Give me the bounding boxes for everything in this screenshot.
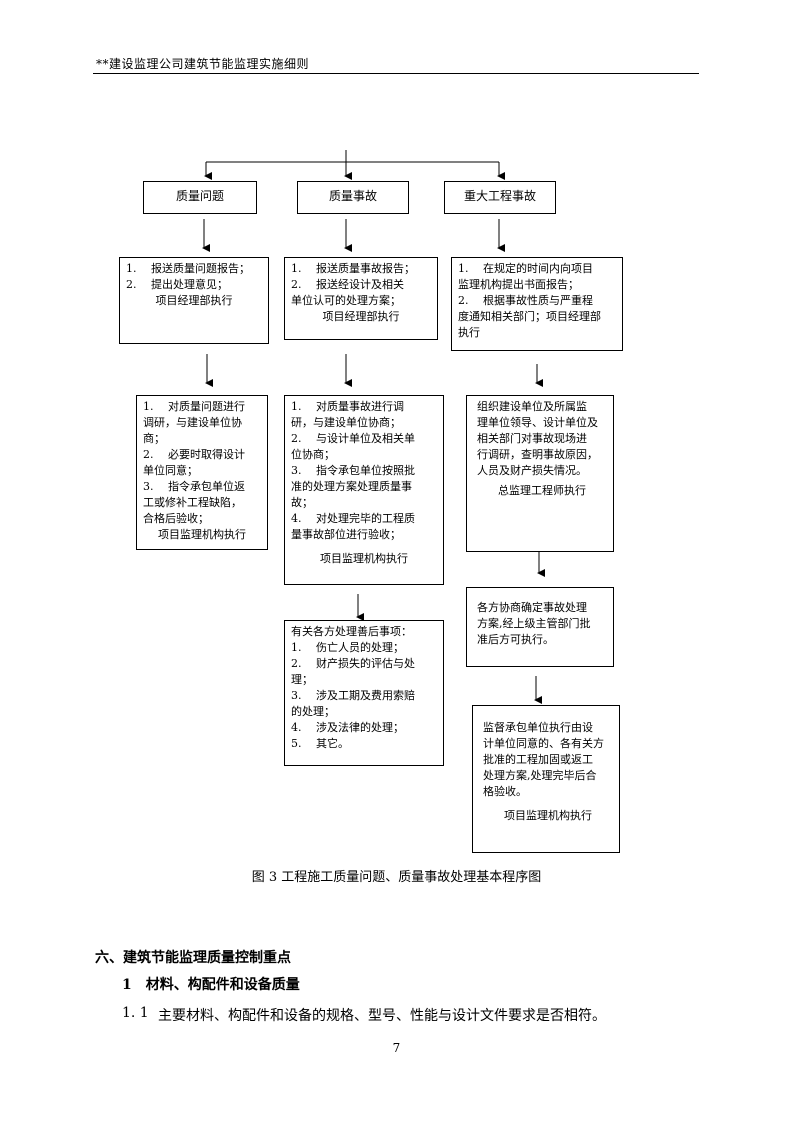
col1-step2-box: 1. 对质量问题进行 调研，与建设单位协 商； 2. 必要时取得设计 单位同意；…: [136, 395, 268, 550]
box-line: 1. 报送质量事故报告；: [291, 262, 415, 275]
box-line: 有关各方处理善后事项：: [291, 625, 412, 638]
box-line: 准后方可执行。: [477, 633, 554, 646]
executor-label: 项目监理机构执行: [504, 809, 592, 822]
col3-step3-box: 各方协商确定事故处理 方案,经上级主管部门批 准后方可执行。: [466, 587, 614, 667]
box-line: 5. 其它。: [291, 737, 349, 750]
executor-label: 项目经理部执行: [155, 294, 233, 307]
box-line: 1. 在规定的时间内向项目: [458, 262, 593, 275]
box-line: 各方协商确定事故处理: [477, 601, 587, 614]
box-line: 2. 必要时取得设计: [143, 448, 245, 461]
box-line: 单位认可的处理方案；: [291, 294, 401, 307]
box-line: 单位同意；: [143, 464, 198, 477]
box-line: 1. 伤亡人员的处理；: [291, 641, 404, 654]
box-line: 的处理；: [291, 705, 335, 718]
col2-step1-box: 1. 报送质量事故报告； 2. 报送经设计及相关 单位认可的处理方案； 项目经理…: [284, 257, 438, 340]
box-line: 1. 对质量问题进行: [143, 400, 245, 413]
box-line: 执行: [458, 326, 480, 339]
box-line: 人员及财产损失情况。: [477, 464, 587, 477]
col3-step4-box: 监督承包单位执行由设 计单位同意的、各有关方 批准的工程加固或返工 处理方案,处…: [472, 705, 620, 853]
box-line: 监督承包单位执行由设: [483, 721, 593, 734]
executor-label: 总监理工程师执行: [498, 484, 586, 497]
category-quality-accident: 质量事故: [297, 181, 409, 214]
box-line: 故；: [291, 496, 313, 509]
executor-label: 项目监理机构执行: [158, 528, 246, 541]
box-line: 1. 对质量事故进行调: [291, 400, 404, 413]
box-line: 度通知相关部门；项目经理部: [458, 310, 601, 323]
item-text: 主要材料、构配件和设备的规格、型号、性能与设计文件要求是否相符。: [158, 1008, 606, 1024]
col2-step2-box: 1. 对质量事故进行调 研，与建设单位协商； 2. 与设计单位及相关单 位协商；…: [284, 395, 444, 585]
box-line: 研，与建设单位协商；: [291, 416, 401, 429]
box-line: 理；: [291, 673, 313, 686]
box-line: 2. 财产损失的评估与处: [291, 657, 415, 670]
box-line: 计单位同意的、各有关方: [483, 737, 604, 750]
category-quality-problem: 质量问题: [143, 181, 257, 214]
box-line: 组织建设单位及所属监: [477, 400, 587, 413]
category-major-accident: 重大工程事故: [444, 181, 556, 214]
box-line: 工或修补工程缺陷，: [143, 496, 242, 509]
col3-step2-box: 组织建设单位及所属监 理单位领导、设计单位及 相关部门对事故现场进 行调研，查明…: [466, 395, 614, 552]
box-line: 方案,经上级主管部门批: [477, 617, 591, 630]
header-rule: [93, 73, 699, 74]
box-line: 准的处理方案处理质量事: [291, 480, 412, 493]
col1-step1-box: 1. 报送质量问题报告； 2. 提出处理意见； 项目经理部执行: [119, 257, 269, 344]
box-line: 2. 与设计单位及相关单: [291, 432, 415, 445]
box-line: 监理机构提出书面报告；: [458, 278, 579, 291]
box-line: 4. 涉及法律的处理；: [291, 721, 404, 734]
box-line: 合格后验收；: [143, 512, 209, 525]
col3-step1-box: 1. 在规定的时间内向项目 监理机构提出书面报告； 2. 根据事故性质与严重程 …: [451, 257, 623, 351]
box-line: 2. 报送经设计及相关: [291, 278, 404, 291]
figure-caption: 图 3 工程施工质量问题、质量事故处理基本程序图: [251, 870, 542, 885]
box-line: 相关部门对事故现场进: [477, 432, 587, 445]
section-heading: 六、建筑节能监理质量控制重点: [95, 950, 291, 966]
page-number: 7: [392, 1041, 401, 1055]
box-line: 批准的工程加固或返工: [483, 753, 593, 766]
box-line: 行调研，查明事故原因，: [477, 448, 598, 461]
executor-label: 项目监理机构执行: [320, 552, 408, 565]
box-line: 1. 报送质量问题报告；: [126, 262, 250, 275]
box-line: 3. 涉及工期及费用索赔: [291, 689, 415, 702]
box-line: 2. 根据事故性质与严重程: [458, 294, 593, 307]
box-line: 3. 指令承包单位按照批: [291, 464, 415, 477]
page-header: **建设监理公司建筑节能监理实施细则: [96, 57, 310, 71]
box-line: 2. 提出处理意见；: [126, 278, 228, 291]
box-line: 处理方案,处理完毕后合: [483, 769, 597, 782]
box-line: 量事故部位进行验收；: [291, 528, 401, 541]
subsection-heading: 1 材料、构配件和设备质量: [122, 977, 300, 993]
box-line: 调研，与建设单位协: [143, 416, 242, 429]
box-line: 4. 对处理完毕的工程质: [291, 512, 415, 525]
executor-label: 项目经理部执行: [322, 310, 400, 323]
item-number: 1. 1: [122, 1005, 149, 1021]
box-line: 理单位领导、设计单位及: [477, 416, 598, 429]
col2-step3-box: 有关各方处理善后事项： 1. 伤亡人员的处理； 2. 财产损失的评估与处 理； …: [284, 620, 444, 766]
box-line: 位协商；: [291, 448, 335, 461]
box-line: 格验收。: [483, 785, 527, 798]
box-line: 3. 指令承包单位返: [143, 480, 245, 493]
box-line: 商；: [143, 432, 165, 445]
